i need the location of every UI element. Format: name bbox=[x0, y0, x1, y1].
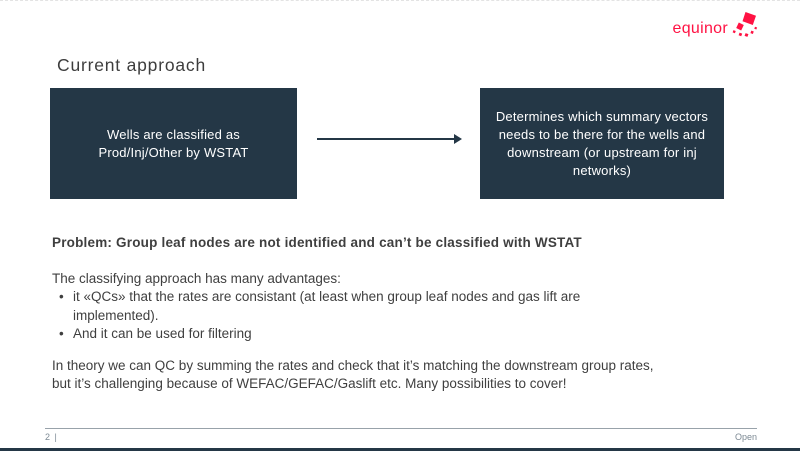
flow-box-summary-vectors: Determines which summary vectors needs t… bbox=[480, 88, 724, 199]
list-item: And it can be used for filtering bbox=[52, 325, 772, 344]
advantages-intro: The classifying approach has many advant… bbox=[52, 270, 341, 286]
flow-box-wstat-classification: Wells are classified as Prod/Inj/Other b… bbox=[50, 88, 297, 199]
closing-paragraph: In theory we can QC by summing the rates… bbox=[52, 357, 654, 392]
list-item: it «QCs» that the rates are consistant (… bbox=[52, 288, 772, 325]
footer-divider bbox=[45, 428, 757, 429]
advantages-list: it «QCs» that the rates are consistant (… bbox=[52, 288, 772, 344]
arrow-head-icon bbox=[454, 134, 462, 144]
flow-arrow bbox=[317, 134, 462, 144]
slide-title: Current approach bbox=[57, 54, 206, 75]
page-number: 2 | bbox=[45, 432, 58, 442]
classification-label: Open bbox=[734, 432, 757, 442]
equinor-star-icon bbox=[732, 12, 758, 37]
equinor-logo: equinor bbox=[673, 11, 758, 37]
slide-body: Problem: Group leaf nodes are not identi… bbox=[52, 234, 772, 394]
logo-text: equinor bbox=[672, 20, 728, 37]
problem-heading: Problem: Group leaf nodes are not identi… bbox=[52, 235, 582, 250]
